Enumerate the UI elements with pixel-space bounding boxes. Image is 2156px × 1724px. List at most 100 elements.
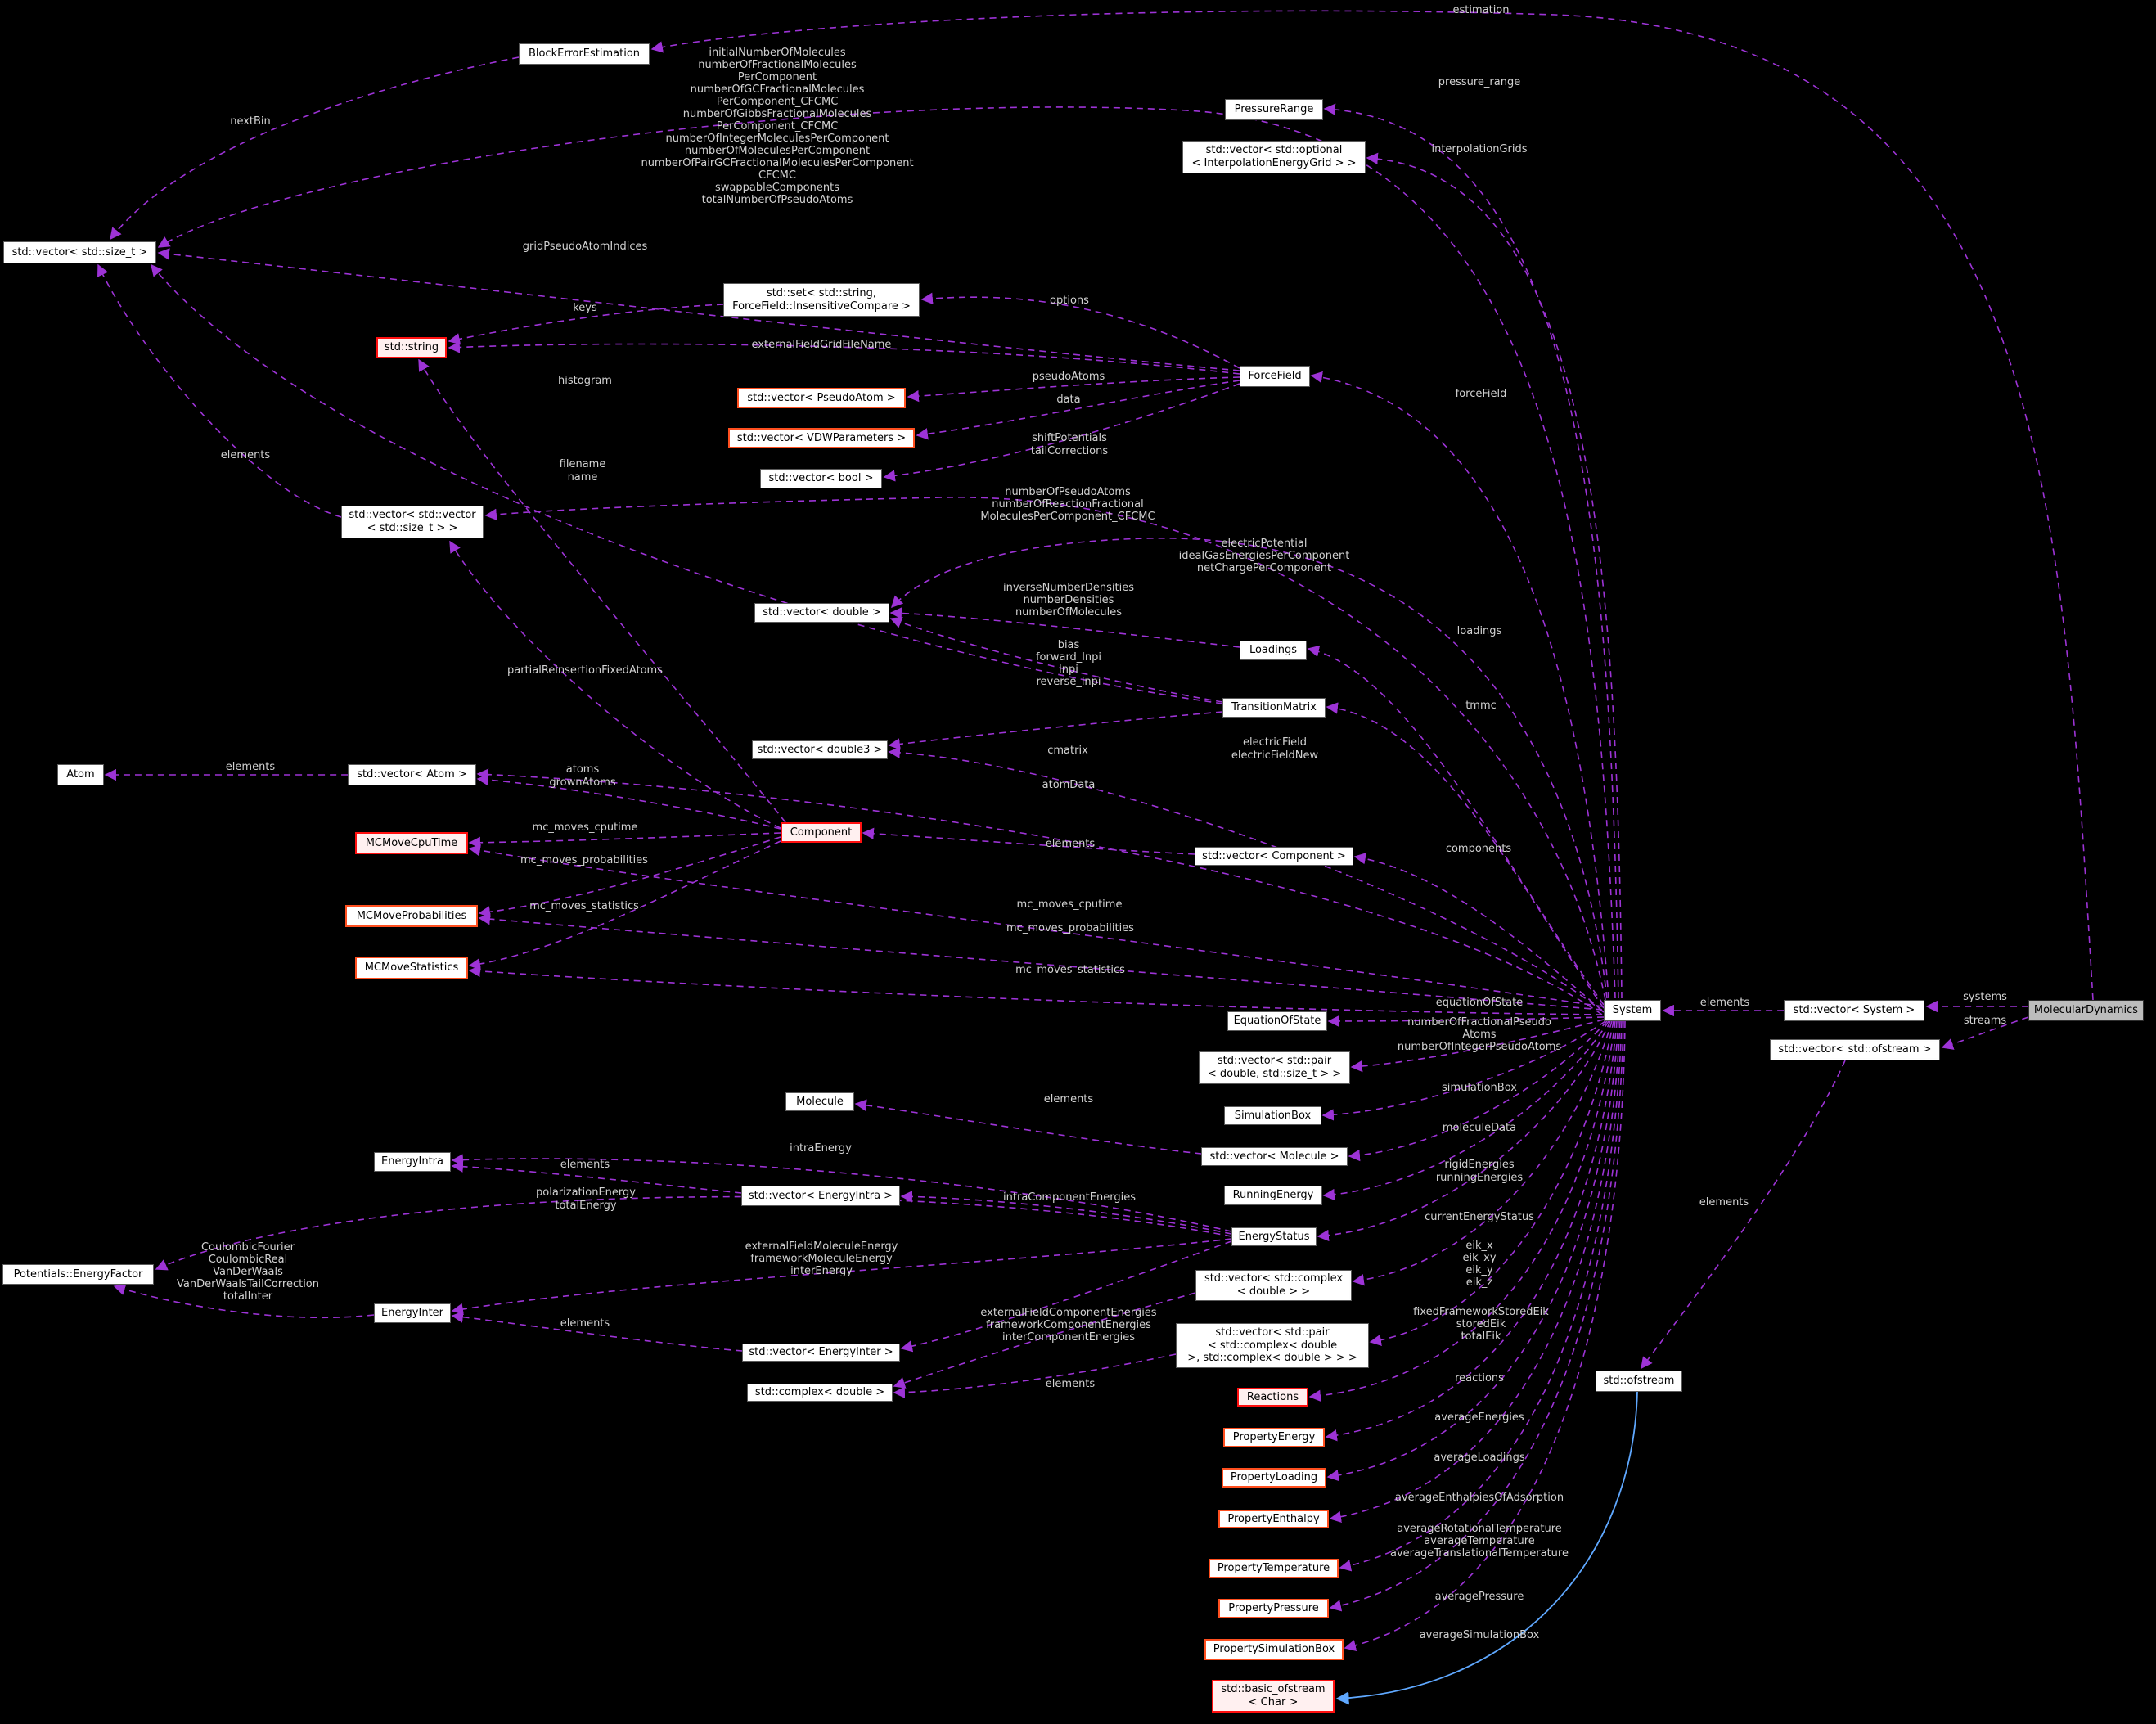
edge-label-component-to-vecVecSizeT: partialReinsertionFixedAtoms xyxy=(507,664,663,677)
class-box-reactions[interactable]: Reactions xyxy=(1237,1388,1308,1407)
class-box-mcStat[interactable]: MCMoveStatistics xyxy=(355,957,468,979)
class-box-label: std::complex< double > xyxy=(754,1386,885,1399)
class-box-ofstream[interactable]: std::ofstream xyxy=(1596,1371,1682,1392)
class-box-label: Component xyxy=(790,826,853,839)
class-box-propEnthalpy[interactable]: PropertyEnthalpy xyxy=(1218,1510,1329,1528)
class-box-energyInter[interactable]: EnergyInter xyxy=(374,1303,451,1323)
edge-system-to-vecVecSizeT xyxy=(484,497,1606,1001)
edge-system-to-mcCpuTime xyxy=(468,844,1603,1007)
class-box-vecComponent[interactable]: std::vector< Component > xyxy=(1195,847,1353,866)
class-box-propLoading[interactable]: PropertyLoading xyxy=(1222,1468,1326,1488)
class-box-label: EnergyStatus xyxy=(1238,1230,1310,1243)
class-box-vecMolecule[interactable]: std::vector< Molecule > xyxy=(1201,1147,1348,1166)
edge-label-energyStatus-to-energyIntra: intraEnergy xyxy=(790,1142,852,1155)
class-box-label: EquationOfState xyxy=(1233,1015,1321,1028)
class-box-vecEnergyIntra[interactable]: std::vector< EnergyIntra > xyxy=(741,1186,900,1206)
edge-vecComponent-to-component xyxy=(862,827,1195,855)
class-box-propPressure[interactable]: PropertyPressure xyxy=(1218,1599,1329,1618)
class-box-complexDouble[interactable]: std::complex< double > xyxy=(747,1384,893,1402)
class-box-vecPseudoAtom[interactable]: std::vector< PseudoAtom > xyxy=(737,388,906,408)
class-box-vecPairDoubleSize[interactable]: std::vector< std::pair< double, std::siz… xyxy=(1199,1051,1350,1084)
class-box-basicOfstream[interactable]: std::basic_ofstream< Char > xyxy=(1212,1680,1335,1713)
edge-system-to-reactions xyxy=(1308,1020,1616,1402)
class-box-energyIntra[interactable]: EnergyIntra xyxy=(374,1152,451,1172)
class-box-label: std::vector< PseudoAtom > xyxy=(747,391,896,404)
edge-system-to-loadings xyxy=(1307,645,1605,1006)
edge-label-vecMolecule-to-molecule: elements xyxy=(1044,1093,1094,1105)
class-box-forceField[interactable]: ForceField xyxy=(1240,366,1310,387)
class-box-vecPairComplex[interactable]: std::vector< std::pair< std::complex< do… xyxy=(1176,1323,1369,1368)
class-box-molecularDynamics[interactable]: MolecularDynamics xyxy=(2028,1000,2144,1021)
class-box-propSimBox[interactable]: PropertySimulationBox xyxy=(1204,1639,1344,1660)
edge-system-to-propTemperature xyxy=(1339,1020,1623,1572)
class-box-label: std::vector< System > xyxy=(1793,1004,1915,1017)
class-box-label: std::vector< Molecule > xyxy=(1209,1150,1339,1163)
class-box-energyFactor[interactable]: Potentials::EnergyFactor xyxy=(2,1264,154,1285)
edge-molecularDynamics-to-blockError xyxy=(650,10,2094,1001)
edge-forceField-to-vecPseudoAtom xyxy=(907,376,1240,403)
edge-label-system-to-mcProb: mc_moves_probabilities xyxy=(1006,922,1134,934)
class-box-vecOptGrid[interactable]: std::vector< std::optional< Interpolatio… xyxy=(1182,141,1366,173)
class-box-propTemperature[interactable]: PropertyTemperature xyxy=(1209,1559,1339,1578)
edge-label-forceField-to-string: externalFieldGridFileName xyxy=(752,339,892,351)
class-box-vecSizeT[interactable]: std::vector< std::size_t > xyxy=(3,241,156,263)
class-box-molecule[interactable]: Molecule xyxy=(785,1092,854,1111)
class-box-atom[interactable]: Atom xyxy=(57,764,104,785)
class-box-component[interactable]: Component xyxy=(781,822,862,843)
class-box-vecSystem[interactable]: std::vector< System > xyxy=(1784,1000,1924,1021)
class-box-label: RunningEnergy xyxy=(1232,1189,1314,1202)
class-box-mcProb[interactable]: MCMoveProbabilities xyxy=(345,905,478,927)
class-box-vecComplex[interactable]: std::vector< std::complex< double > > xyxy=(1195,1270,1352,1301)
class-box-vecOfstream[interactable]: std::vector< std::ofstream > xyxy=(1770,1039,1940,1060)
edge-label-forceField-to-vecPseudoAtom: pseudoAtoms xyxy=(1033,371,1105,383)
class-box-label: std::set< std::string, xyxy=(766,286,877,299)
class-box-setString[interactable]: std::set< std::string,ForceField::Insens… xyxy=(723,283,920,317)
class-box-transitionMatrix[interactable]: TransitionMatrix xyxy=(1222,698,1326,718)
class-box-runningEnergy[interactable]: RunningEnergy xyxy=(1224,1186,1322,1205)
class-box-blockError[interactable]: BlockErrorEstimation xyxy=(519,43,650,65)
class-box-vecBool[interactable]: std::vector< bool > xyxy=(760,469,882,488)
edge-label-system-to-reactions: reactions xyxy=(1455,1372,1504,1384)
class-box-vecAtom[interactable]: std::vector< Atom > xyxy=(348,764,476,785)
class-box-energyStatus[interactable]: EnergyStatus xyxy=(1231,1227,1317,1246)
class-box-mcCpuTime[interactable]: MCMoveCpuTime xyxy=(355,832,468,854)
class-box-label: std::string xyxy=(384,341,439,354)
edge-label-system-to-loadings: loadings xyxy=(1457,625,1502,637)
edge-label-system-to-forceField: forceField xyxy=(1456,388,1507,400)
edge-transitionMatrix-to-vecDouble3 xyxy=(888,711,1223,750)
edge-label-forceField-to-vecVDW: data xyxy=(1056,394,1080,406)
edge-energyStatus-to-energyInter xyxy=(451,1238,1232,1316)
class-box-propEnergy[interactable]: PropertyEnergy xyxy=(1223,1428,1325,1447)
class-box-pressureRange[interactable]: PressureRange xyxy=(1225,99,1323,120)
edge-label-system-to-propEnergy: averageEnergies xyxy=(1434,1411,1524,1424)
edge-vecEnergyIntra-to-energyIntra xyxy=(451,1160,742,1194)
class-box-label: < Char > xyxy=(1248,1696,1299,1708)
class-box-string[interactable]: std::string xyxy=(376,337,447,358)
edge-label-forceField-to-vecSizeT: gridPseudoAtomIndices xyxy=(523,241,648,253)
class-box-vecVDW[interactable]: std::vector< VDWParameters > xyxy=(728,428,915,448)
class-box-label: < InterpolationEnergyGrid > > xyxy=(1191,157,1357,169)
edge-system-to-propLoading xyxy=(1326,1020,1619,1482)
class-box-vecVecSizeT[interactable]: std::vector< std::vector< std::size_t > … xyxy=(341,506,484,538)
class-box-system[interactable]: System xyxy=(1604,1000,1661,1021)
edge-label-system-to-equationOfState: equationOfState xyxy=(1436,997,1524,1009)
class-box-equationOfState[interactable]: EquationOfState xyxy=(1227,1011,1327,1031)
edge-energyStatus-to-energyFactor xyxy=(155,1195,1232,1271)
class-box-vecDouble3[interactable]: std::vector< double3 > xyxy=(752,740,888,759)
edge-system-to-transitionMatrix xyxy=(1326,702,1605,1009)
edge-energyStatus-to-vecEnergyIntra xyxy=(900,1191,1232,1235)
class-box-vecDouble[interactable]: std::vector< double > xyxy=(754,603,889,623)
class-box-loadings[interactable]: Loadings xyxy=(1240,641,1307,660)
class-box-label: >, std::complex< double > > > xyxy=(1187,1352,1357,1365)
class-box-label: MCMoveProbabilities xyxy=(356,909,467,922)
edge-molecularDynamics-to-vecOfstream xyxy=(1941,1016,2029,1050)
class-box-vecEnergyInter[interactable]: std::vector< EnergyInter > xyxy=(742,1344,900,1362)
class-box-simulationBox[interactable]: SimulationBox xyxy=(1224,1106,1321,1125)
edge-label-blockError-to-vecSizeT: nextBin xyxy=(230,115,271,128)
